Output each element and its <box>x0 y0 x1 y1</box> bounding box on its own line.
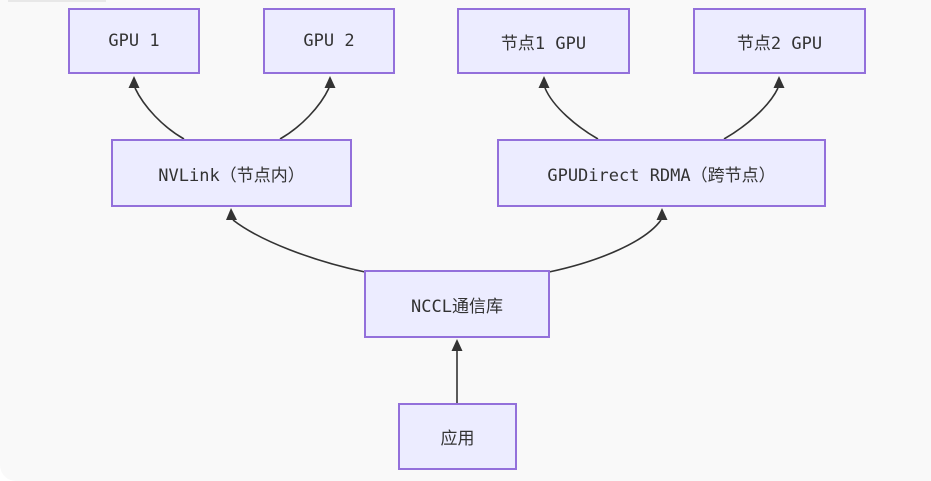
node-node2-gpu: 节点2 GPU <box>693 8 866 74</box>
edge-nvlink-to-gpu1 <box>134 87 185 140</box>
arrowhead-nccl <box>451 339 463 351</box>
node-application: 应用 <box>398 403 517 470</box>
node-nccl-library: NCCL通信库 <box>364 270 550 338</box>
edge-nvlink-to-gpu2 <box>279 87 330 140</box>
arrowhead-gpu2 <box>324 76 336 88</box>
edge-gpudirect-to-node1 <box>544 87 599 140</box>
arrowhead-node2gpu <box>773 76 785 88</box>
node-gpudirect-rdma: GPUDirect RDMA（跨节点） <box>497 139 826 207</box>
node-nvlink: NVLink（节点内） <box>111 139 352 207</box>
node-gpu2: GPU 2 <box>263 8 395 74</box>
edge-nccl-to-nvlink <box>232 219 366 273</box>
arrowhead-node1gpu <box>538 76 550 88</box>
node-gpu1: GPU 1 <box>68 8 200 74</box>
arrowhead-nvlink <box>226 208 237 220</box>
top-edge-artifact <box>8 0 106 2</box>
edge-nccl-to-gpudirect <box>548 219 662 273</box>
arrowhead-gpu1 <box>128 76 140 88</box>
edge-gpudirect-to-node2 <box>723 87 779 140</box>
node-node1-gpu: 节点1 GPU <box>457 8 630 74</box>
arrowhead-gpudirect <box>656 208 668 220</box>
